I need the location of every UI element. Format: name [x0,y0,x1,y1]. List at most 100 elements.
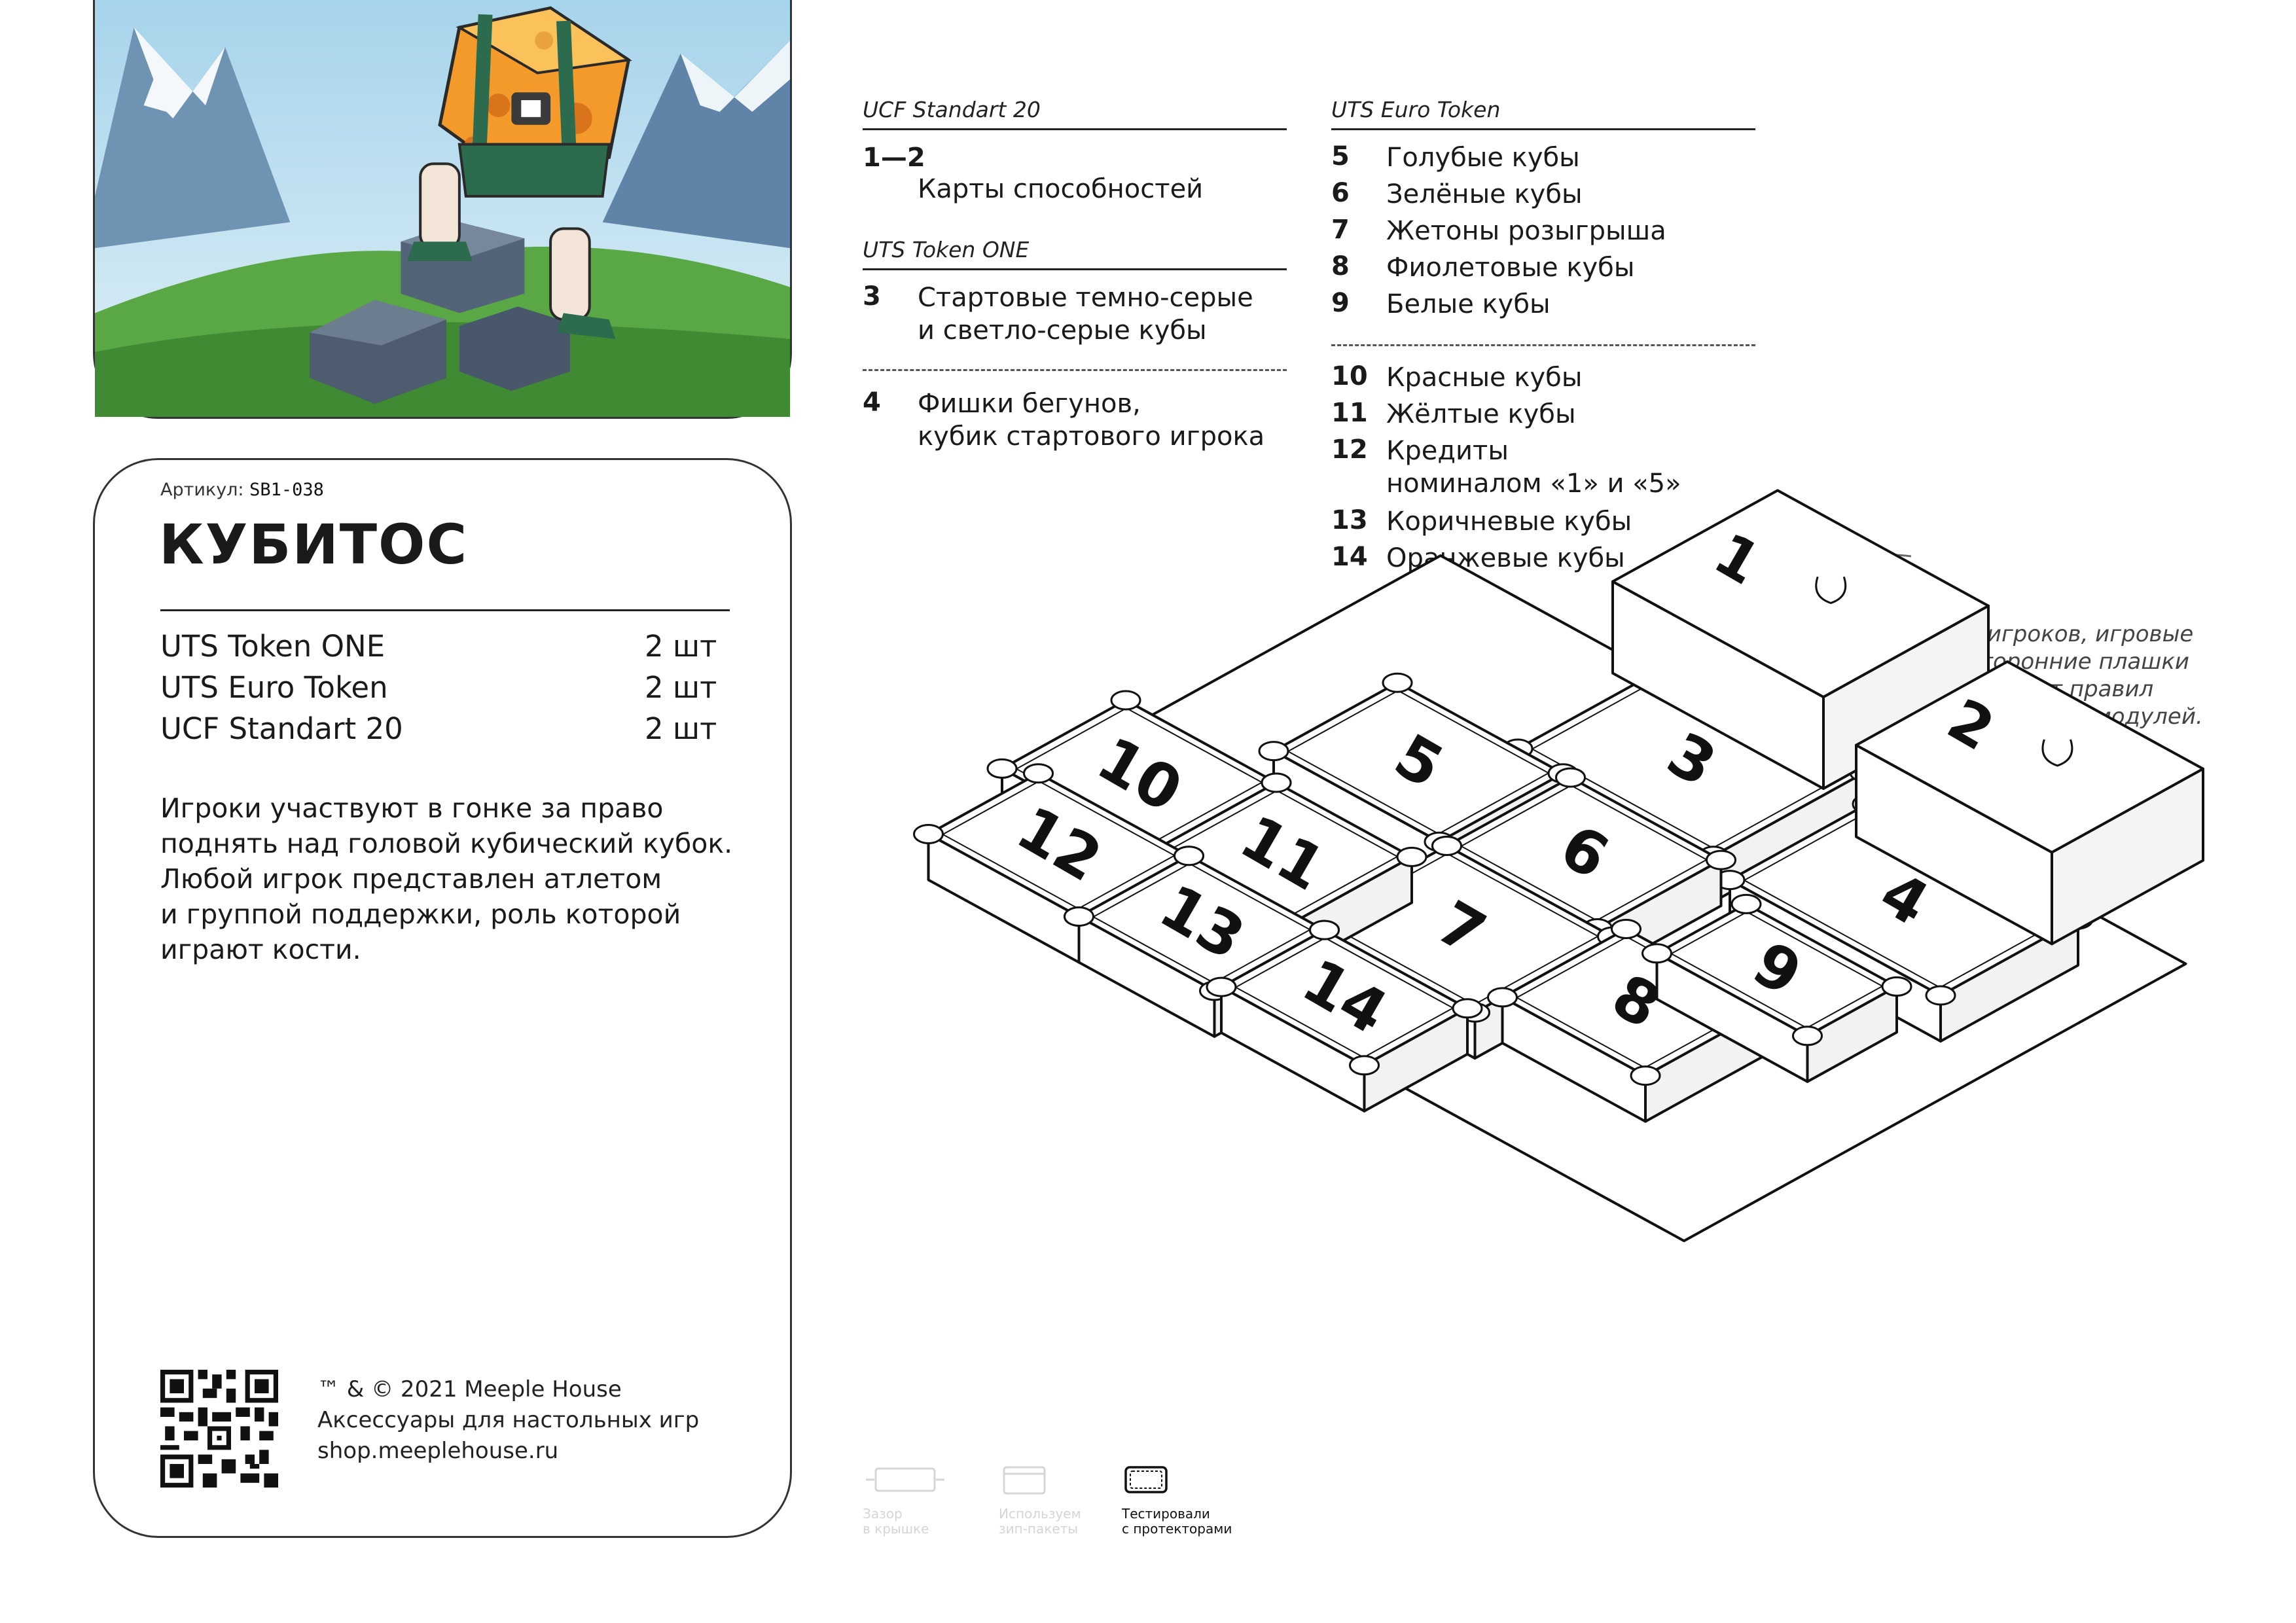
tray-corner-clip [1023,763,1054,784]
tray-corner-clip [1110,690,1141,711]
legend-text: Фиолетовые кубы [1386,253,1635,283]
legend-rule [1331,128,1755,130]
legend-item: 6 Зелёные кубы [1331,178,1583,211]
legend-dashed-divider [1331,344,1755,346]
legend-text: Фишки бегунов, кубик стартового игрока [918,389,1265,452]
qr-code-icon[interactable] [160,1370,278,1488]
sku-label: Артикул: [160,480,244,500]
legend-item: 9 Белые кубы [1331,288,1551,321]
legend-text: Карты способностей [918,174,1204,204]
legend-item: 3 Стартовые темно-серые и светло-серые к… [863,281,1253,347]
tray-corner-clip [1706,849,1736,870]
card-box-top [1855,660,2204,854]
legend-number: 13 [1331,505,1368,535]
card-sleeve-icon [1124,1466,1168,1493]
product-title: КУБИТОС [159,512,469,577]
legend-item: 14 Оранжевые кубы [1331,542,1625,575]
badge-caption: Зазор в крышке [863,1506,929,1537]
legend-number: 1—2 [863,143,925,173]
tray-corner-clip [1881,976,1912,997]
tray-corner-clip [1487,987,1518,1008]
legend-text: Оранжевые кубы [1386,543,1625,573]
badge-zip-bags: Используем зип-пакеты [999,1463,1123,1537]
legend-rule [863,128,1287,130]
legend-text: Кредиты номиналом «1» и «5» [1386,436,1681,499]
info-card: Артикул: SB1-038 КУБИТОС UTS Token ONE 2… [93,458,792,1538]
tagline: Аксессуары для настольных игр [317,1407,700,1433]
legend-number: 5 [1331,141,1350,171]
tray-corner-clip [913,824,944,844]
tray-corner-clip [1452,998,1483,1019]
tray-corner-clip [1396,846,1427,867]
badge-caption: Тестировали с протекторами [1122,1506,1232,1537]
component-name: UTS Token ONE [160,629,386,664]
tray-corner-clip [1555,767,1586,788]
tray-corner-clip [1611,919,1641,939]
component-row: UTS Token ONE 2 шт [160,629,723,664]
tray-corner-clip [986,758,1018,779]
legend-text: Стартовые темно-серые и светло-серые куб… [918,283,1253,346]
legend-item: 1—2 Карты способностей [863,143,1203,205]
tray-corner-clip [1431,836,1462,856]
card-box-top [1611,489,1990,698]
legend-text: Голубые кубы [1386,143,1580,173]
legend-item: 4 Фишки бегунов, кубик стартового игрока [863,387,1265,453]
component-name: UTS Euro Token [160,670,388,705]
legend-number: 3 [863,281,881,312]
tray-corner-clip [1064,906,1094,927]
legend-number: 12 [1331,435,1368,465]
component-qty: 2 шт [645,711,717,746]
legend-number: 10 [1331,361,1368,391]
component-qty: 2 шт [645,670,717,705]
title-divider [160,609,730,611]
legend-text: Красные кубы [1386,363,1583,393]
tray-corner-clip [1630,1065,1661,1086]
cover-illustration [95,0,790,417]
badge-caption: Используем зип-пакеты [999,1506,1081,1537]
component-qty: 2 шт [645,629,717,664]
legend-item: 5 Голубые кубы [1331,141,1580,174]
legend-item: 12 Кредиты номиналом «1» и «5» [1331,435,1681,500]
legend-text: Жетоны розыгрыша [1386,216,1666,246]
tray-corner-clip [1382,672,1413,693]
lid-gap-icon [866,1467,944,1492]
legend-item: 8 Фиолетовые кубы [1331,251,1634,284]
tray-corner-clip [1309,919,1340,940]
legend-heading-ucf: UCF Standart 20 [863,97,1041,122]
tray-corner-clip [1174,846,1204,866]
legend-heading-uts-one: UTS Token ONE [863,237,1030,262]
legend-number: 14 [1331,542,1368,572]
ribbon-pull-icon [2041,739,2073,767]
component-row: UTS Euro Token 2 шт [160,670,723,705]
legend-number: 7 [1331,215,1350,245]
tray-corner-clip [1261,772,1292,793]
badge-card-sleeves: Тестировали с протекторами [1122,1463,1246,1537]
sku-line: Артикул: SB1-038 [160,480,324,500]
sku-code: SB1-038 [249,480,324,500]
legend-item: 10 Красные кубы [1331,361,1582,394]
tray-corner-clip [1731,893,1762,914]
tray-corner-clip [1258,741,1289,762]
legend-number: 9 [1331,288,1350,318]
legend-number: 4 [863,387,881,418]
badge-lid-gap: Зазор в крышке [863,1463,987,1537]
shop-link[interactable]: shop.meeplehouse.ru [317,1438,559,1464]
tray-corner-clip [1792,1026,1823,1046]
game-description: Игроки участвуют в гонке за право поднят… [160,793,733,965]
ribbon-pull-icon [1815,576,1847,604]
legend-item: 7 Жетоны розыгрыша [1331,215,1666,247]
legend-dashed-divider [863,369,1287,371]
legend-heading-uts-euro: UTS Euro Token [1331,97,1501,122]
legend-text: Жёлтые кубы [1386,399,1576,429]
legend-number: 6 [1331,178,1350,208]
tray-corner-clip [1641,943,1672,964]
legend-rule [863,268,1287,270]
legend-number: 8 [1331,251,1350,281]
component-name: UCF Standart 20 [160,711,403,746]
cover-art-panel [93,0,792,419]
legend-text: Зелёные кубы [1386,179,1583,209]
tray-corner-clip [1206,976,1237,997]
legend-text: Белые кубы [1386,289,1551,319]
